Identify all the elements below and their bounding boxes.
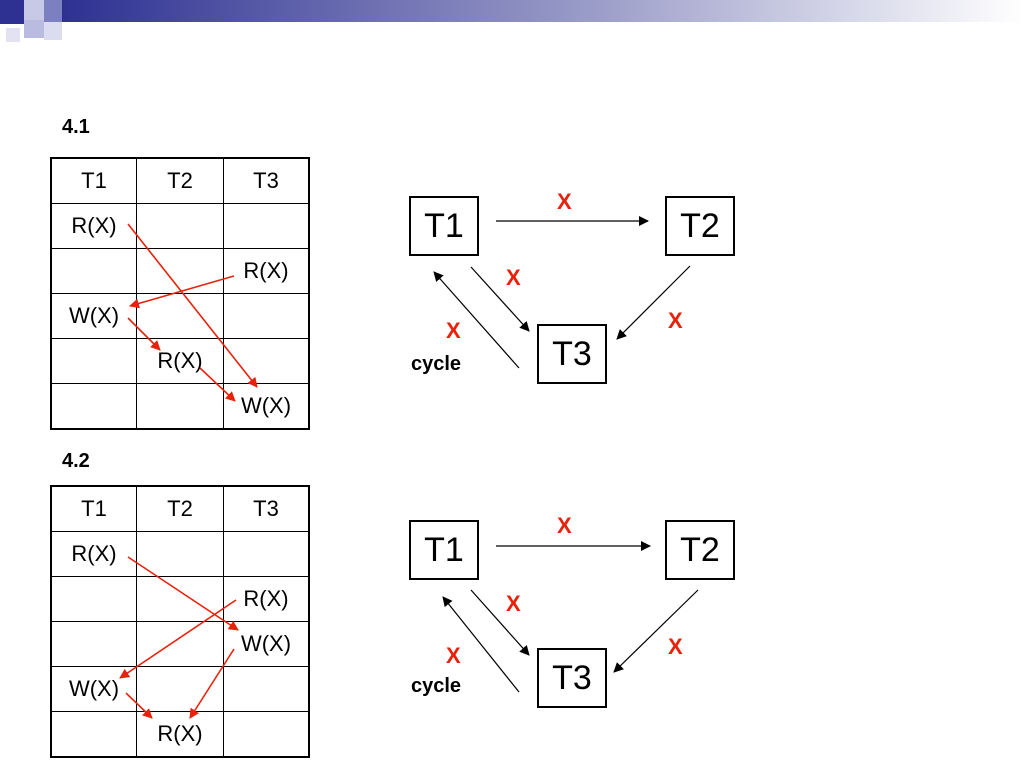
table-cell — [136, 531, 224, 577]
table-row: R(X) — [50, 711, 310, 758]
graph-node-t2: T2 — [665, 196, 735, 256]
banner-square — [24, 20, 44, 38]
schedule-table-4-2: T1 T2 T3 R(X) R(X) W(X) W(X) R(X) — [50, 485, 310, 758]
table-row: W(X) — [50, 293, 310, 339]
title-banner — [0, 0, 1024, 42]
graph-node-t1: T1 — [409, 196, 479, 256]
header-t3: T3 — [223, 485, 310, 532]
section-label-4-2: 4.2 — [62, 450, 90, 472]
table-cell: R(X) — [223, 248, 310, 294]
banner-square — [24, 0, 44, 20]
table-cell — [136, 383, 224, 430]
table-cell — [136, 576, 224, 622]
edge-label: X — [506, 591, 521, 616]
header-t1: T1 — [50, 485, 137, 532]
graph-edge — [470, 266, 530, 332]
edge-label: X — [668, 634, 683, 659]
graph-edge — [433, 271, 520, 369]
table-row: R(X) — [50, 248, 310, 294]
table-cell — [50, 711, 137, 758]
cycle-label: cycle — [411, 353, 462, 375]
table-cell — [50, 383, 137, 430]
table-cell: W(X) — [223, 621, 310, 667]
edge-label: X — [506, 265, 521, 290]
edge-label: X — [446, 643, 461, 668]
conflict-arrow — [125, 692, 153, 719]
cycle-label: cycle — [411, 675, 462, 697]
table-cell: W(X) — [50, 666, 137, 712]
edge-label: X — [557, 513, 572, 538]
schedule-table-4-1: T1 T2 T3 R(X) R(X) W(X) R(X) W(X) — [50, 157, 310, 430]
graph-edge — [616, 265, 691, 340]
graph-node-t3: T3 — [537, 648, 607, 708]
header-t3: T3 — [223, 157, 310, 204]
conflict-arrow — [129, 275, 235, 309]
graph-edge — [442, 596, 520, 693]
conflict-arrow — [127, 223, 258, 388]
table-row: W(X) — [50, 383, 310, 430]
section-label-4-1: 4.1 — [62, 116, 90, 138]
table-cell — [223, 293, 310, 339]
table-cell — [50, 248, 137, 294]
graph-node-t1: T1 — [409, 520, 479, 580]
table-row: R(X) — [50, 531, 310, 577]
table-header-row: T1 T2 T3 — [50, 485, 310, 532]
header-t2: T2 — [136, 157, 224, 204]
graph-node-t3: T3 — [537, 324, 607, 384]
table-row: R(X) — [50, 576, 310, 622]
conflict-arrow — [199, 367, 236, 402]
table-cell — [136, 203, 224, 249]
graph-edge — [613, 589, 699, 673]
banner-square — [0, 0, 24, 24]
table-cell — [223, 531, 310, 577]
banner-gradient-bar — [62, 0, 1024, 22]
banner-square — [44, 0, 62, 22]
table-cell — [223, 711, 310, 758]
conflict-arrow — [127, 556, 239, 631]
table-header-row: T1 T2 T3 — [50, 157, 310, 204]
graph-node-t2: T2 — [665, 520, 735, 580]
edge-label: X — [557, 189, 572, 214]
banner-square — [44, 22, 62, 40]
edge-label: X — [446, 318, 461, 343]
table-cell — [223, 666, 310, 712]
conflict-arrow — [127, 317, 161, 351]
table-cell: W(X) — [50, 293, 137, 339]
table-cell — [50, 338, 137, 384]
table-row: W(X) — [50, 666, 310, 712]
graph-edge — [470, 589, 530, 656]
table-row: W(X) — [50, 621, 310, 667]
table-cell: W(X) — [223, 383, 310, 430]
banner-square — [6, 28, 20, 42]
table-cell: R(X) — [136, 711, 224, 758]
conflict-arrow — [189, 648, 235, 719]
edge-label: X — [668, 308, 683, 333]
conflict-arrow — [119, 599, 237, 679]
